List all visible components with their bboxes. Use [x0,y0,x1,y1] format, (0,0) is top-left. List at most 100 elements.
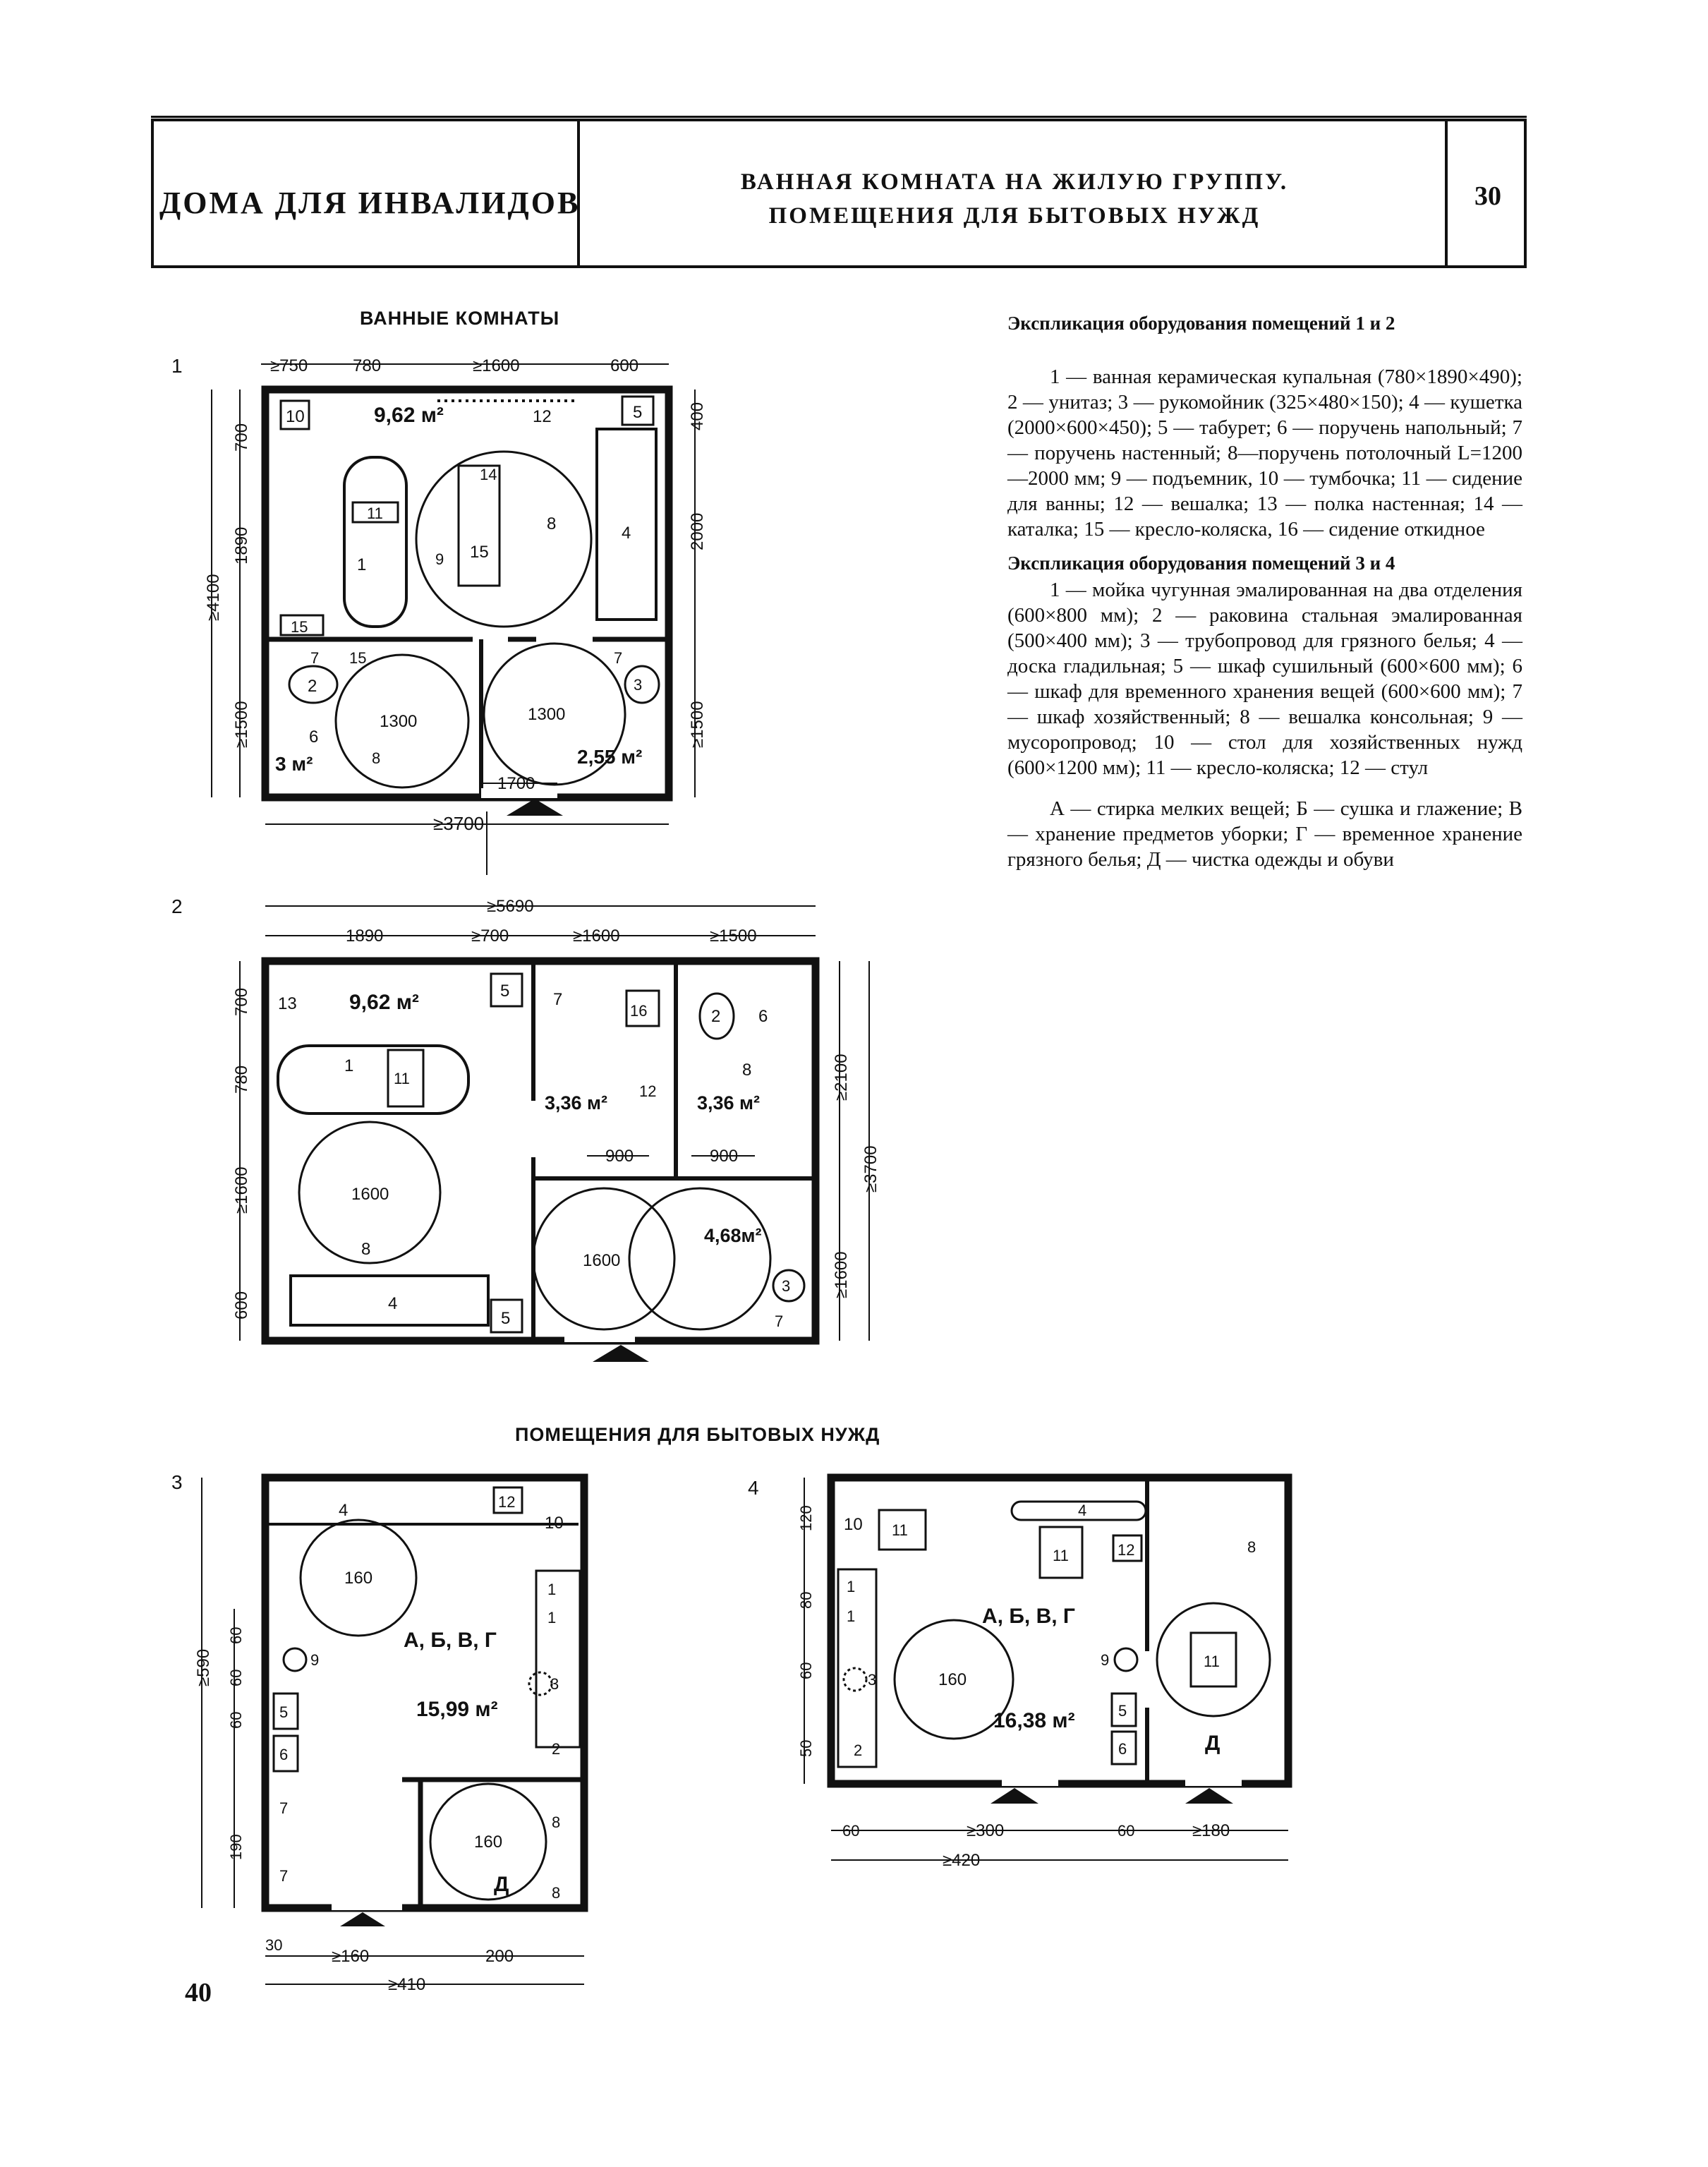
plan-2-item-label: 11 [394,1070,410,1087]
plan-2-area-a: 3,36 м² [545,1092,607,1113]
plan-2-dim: ≥1600 [832,1251,851,1298]
plan-4-wheelchair [878,1509,927,1551]
plan-1-item-label: 9 [435,550,444,568]
plan-1-circle-dim: 1300 [528,705,565,724]
plan-2-dim: 600 [232,1291,251,1320]
header-subtitle-line1: ВАННАЯ КОМНАТА НА ЖИЛУЮ ГРУППУ. [740,169,1289,195]
plan-3-item-label: 5 [279,1703,288,1721]
plan-3-item-label: 1 [547,1581,556,1598]
plan-3-dim: ≥410 [388,1975,425,1994]
plan-3-zone-d: Д [494,1873,509,1896]
plan-1-bathtub [343,456,408,628]
plan-1-item-label: 8 [372,749,380,767]
plan-3-item-label: 8 [552,1884,560,1902]
legend-column: Экспликация оборудования помещений 1 и 2… [1007,310,1522,872]
plan-3-area: 15,99 м² [416,1698,498,1721]
plan-1-dim: ≥1500 [232,701,251,748]
plan-1-item-label: 15 [291,618,308,636]
plan-2-item-label: 2 [711,1007,720,1026]
plan-4-item-label: 4 [1078,1502,1086,1519]
section-title-bathrooms: ВАННЫЕ КОМНАТЫ [360,308,560,329]
plan-4-item-label: 3 [868,1671,876,1689]
plan-4-storage-cabinet [1110,1730,1137,1765]
plan-1-dim: 780 [353,356,381,375]
plan-2-item-label: 1 [344,1056,353,1075]
plan-2-item-label: 16 [630,1002,647,1020]
plan-1-dim: 1890 [232,527,251,565]
plan-2-dim: 700 [232,988,251,1016]
legend34-heading: Экспликация оборудования помещений 3 и 4 [1007,553,1395,574]
plan-3-label: 3 [171,1471,183,1493]
plan-1-area-wc: 3 м² [275,753,313,775]
plan-2-item-label: 7 [775,1312,783,1330]
plan-2-dim: ≥1600 [573,926,620,946]
plan-4-item-label: 6 [1118,1740,1127,1758]
plan-1-outer-wall [261,385,673,802]
plan-2-washbasin [772,1269,806,1303]
plan-2-item-label: 8 [361,1240,370,1259]
plan-1-item-10 [279,399,310,430]
plan-1-dim: 2000 [688,513,707,550]
plan-1-item-label: 4 [622,524,631,543]
plan-1-item-label: 15 [470,543,489,562]
plan-3-dim: 200 [485,1947,514,1966]
plan-2-dim: 780 [232,1066,251,1094]
plan-4-item-label: 1 [847,1607,855,1625]
plan-2-dim: ≥3700 [861,1145,880,1193]
plan-2: 2 13 9,62 м² 5 1 11 1600 8 4 5 7 16 2 6 … [171,895,880,1362]
plan-1-trolley [457,464,501,587]
plan-4-outer-wall [827,1473,1292,1788]
legend12-heading: Экспликация оборудования помещений 1 и 2 [1007,313,1395,334]
plan-1-entrance-arrow [507,799,563,816]
plan-1-dim: 1700 [497,774,535,793]
plan-3-circle-dim: 160 [474,1833,502,1852]
plan-4-chair [1112,1534,1143,1562]
plan-4: 4 10 11 4 11 12 8 1 1 3 2 160 А, Б, В, Г… [748,1473,1292,1870]
plan-3-turning-circle-2 [429,1782,547,1901]
plan-4-item-label: 11 [892,1521,908,1539]
plan-1-shelf [279,614,325,636]
plan-3-item-label: 7 [279,1799,288,1817]
plan-2-dim: 900 [605,1147,634,1166]
plan-2-toilet [698,992,735,1040]
plan-4-item-label: 1 [847,1578,855,1595]
plan-4-cleaning-circle [1156,1602,1271,1718]
plan-2-dim: ≥1500 [710,926,757,946]
plan-2-item-label: 5 [501,1309,510,1328]
plan-1-area-main: 9,62 м² [374,404,444,427]
plan-3-item-label: 9 [310,1651,319,1669]
plan-1-item-label: 10 [286,407,305,426]
plan-3-dim: ≥160 [332,1947,369,1966]
plan-2-circle-dim: 1600 [583,1251,620,1270]
plan-1-area-wc2: 2,55 м² [577,746,642,768]
plan-3-outer-wall [261,1473,588,1912]
plan-1-dim: 700 [232,423,251,452]
plan-3-item-label: 10 [545,1514,564,1533]
header-divider [1445,121,1448,265]
plan-3-item-label: 1 [547,1609,556,1626]
plan-1-item-label: 8 [547,514,556,533]
legend34-activities: А — стирка мелких вещей; Б — сушка и гла… [1007,797,1522,871]
plan-3-dryer [272,1692,299,1730]
plan-1-item-label: 11 [367,505,383,522]
header-top-rule [151,116,1527,118]
plan-1-item-label: 7 [310,649,319,667]
page-number: 40 [185,1978,212,2008]
plan-4-circle-dim: 160 [938,1670,967,1689]
plan-2-dim: 1890 [346,926,383,946]
plan-4-entrance-arrow [1185,1788,1233,1804]
legend12-text: 1 — ванная керамическая купальная (780×1… [1007,366,1522,541]
plan-2-dim: ≥1600 [232,1166,251,1214]
plan-4-item-label: 2 [854,1742,862,1759]
plan-4-sink-unit [837,1568,878,1768]
plan-4-dim: ≥300 [967,1821,1004,1840]
plan-3-dim: ≥590 [194,1649,213,1686]
plan-3-circle-dim: 160 [344,1569,373,1588]
plan-2-dim: ≥2100 [832,1054,851,1101]
plan-1-item-label: 14 [480,466,497,483]
header-subtitle-line2: ПОМЕЩЕНИЯ ДЛЯ БЫТОВЫХ НУЖД [768,203,1261,229]
plan-2-entrance-arrow [593,1345,649,1362]
plan-2-circle-a [532,1187,676,1331]
plan-3-item-label: 8 [552,1813,560,1831]
plan-4-item-label: 9 [1101,1651,1109,1669]
